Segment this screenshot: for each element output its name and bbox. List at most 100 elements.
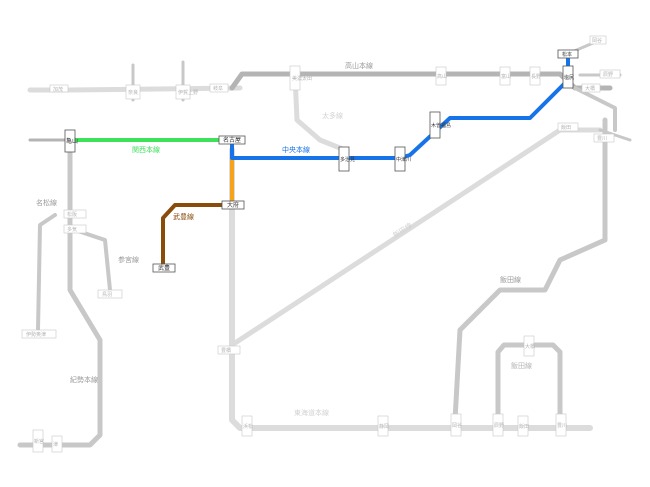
- svg-text:奈良: 奈良: [128, 89, 138, 96]
- station-toyohashi[interactable]: 豊橋: [217, 345, 241, 355]
- label-takayama: 高山本線: [345, 61, 373, 70]
- svg-text:岡谷: 岡谷: [592, 37, 602, 44]
- station-toba[interactable]: 鳥羽: [97, 289, 123, 299]
- label-diagonal: 飯田線: [391, 221, 414, 240]
- svg-text:中津川: 中津川: [396, 156, 411, 163]
- inactive-stations: 加茂 奈良 伊賀上野 岐阜 美濃太田 高山 富山 長野 岡谷 辰野 大橋 飯田 …: [21, 35, 621, 453]
- station-kameyama[interactable]: 亀山: [64, 129, 78, 153]
- station-taketoyo[interactable]: 武豊: [152, 263, 176, 273]
- svg-text:辰野: 辰野: [494, 422, 504, 429]
- svg-text:岐阜: 岐阜: [213, 85, 223, 92]
- station-takayama[interactable]: 高山: [435, 66, 447, 86]
- svg-text:松本: 松本: [562, 51, 572, 58]
- svg-text:武豊: 武豊: [158, 264, 170, 272]
- station-ne-1[interactable]: 岡谷: [589, 35, 607, 45]
- station-iida[interactable]: 飯田: [557, 122, 579, 132]
- svg-text:大橋: 大橋: [585, 85, 595, 92]
- station-shiojiri[interactable]: 塩尻: [562, 65, 574, 89]
- svg-text:鳥羽: 鳥羽: [102, 291, 112, 298]
- label-taketoyo: 武豊線: [173, 212, 194, 221]
- svg-text:亀山: 亀山: [66, 137, 78, 145]
- station-nakatsugawa[interactable]: 中津川: [394, 146, 411, 172]
- svg-text:木曽福島: 木曽福島: [431, 122, 451, 129]
- line-east-matsumoto: [573, 86, 617, 132]
- svg-text:高山: 高山: [437, 73, 447, 80]
- station-kiso-fukushima[interactable]: 木曽福島: [429, 111, 451, 139]
- svg-text:伊勢奥津: 伊勢奥津: [26, 331, 46, 338]
- station-mino-ota[interactable]: 美濃太田: [289, 65, 312, 91]
- line-tokaido: [229, 147, 593, 431]
- station-se-5[interactable]: 大橋: [523, 335, 535, 357]
- svg-text:名古屋: 名古屋: [223, 136, 241, 144]
- station-gifu[interactable]: 岐阜: [209, 83, 229, 93]
- label-chuo: 中央本線: [282, 145, 310, 154]
- line-diagonal: [229, 127, 603, 348]
- svg-text:富山: 富山: [501, 73, 511, 80]
- line-iida: [452, 117, 608, 423]
- svg-text:豊川: 豊川: [557, 422, 567, 429]
- svg-text:新宮: 新宮: [34, 438, 44, 445]
- line-sangu: [73, 228, 112, 292]
- svg-text:津: 津: [53, 441, 58, 448]
- station-ne-3[interactable]: 大橋: [581, 83, 601, 93]
- line-gifu-spur: [292, 72, 348, 153]
- label-iida: 飯田線: [500, 275, 521, 284]
- station-toyama[interactable]: 富山: [499, 66, 511, 86]
- station-se-3[interactable]: 飯田: [517, 415, 529, 437]
- station-ofu[interactable]: 大府: [221, 200, 245, 210]
- station-shizuoka[interactable]: 静岡: [377, 415, 389, 437]
- line-kisei: [17, 147, 103, 448]
- station-hamamatsu[interactable]: 浜松: [241, 415, 253, 437]
- svg-text:豊川: 豊川: [597, 135, 607, 142]
- svg-text:飯田: 飯田: [561, 124, 571, 131]
- station-tajimi[interactable]: 多治見: [338, 146, 355, 172]
- station-tsu[interactable]: 津: [51, 435, 63, 453]
- svg-text:浜松: 浜松: [243, 423, 253, 430]
- station-ne-2[interactable]: 辰野: [599, 69, 621, 79]
- station-east[interactable]: 豊川: [593, 133, 615, 143]
- station-nagoya[interactable]: 名古屋: [218, 135, 246, 145]
- inactive-network: [17, 38, 632, 448]
- svg-text:大橋: 大橋: [525, 343, 535, 350]
- svg-text:松阪: 松阪: [67, 211, 77, 218]
- station-taki[interactable]: 多気: [63, 224, 87, 234]
- label-kansai: 関西本線: [132, 145, 160, 154]
- station-kamo[interactable]: 加茂: [49, 84, 69, 93]
- svg-text:静岡: 静岡: [379, 423, 389, 430]
- station-nagano[interactable]: 長野: [529, 66, 541, 86]
- label-tokaido: 東海道本線: [294, 408, 329, 417]
- svg-text:豊橋: 豊橋: [221, 347, 231, 354]
- svg-text:飯田: 飯田: [519, 423, 529, 430]
- station-se-1[interactable]: 岡谷: [450, 413, 462, 437]
- label-se-loop: 飯田線: [511, 361, 532, 370]
- station-nara[interactable]: 奈良: [125, 84, 141, 100]
- svg-text:多治見: 多治見: [340, 156, 355, 163]
- label-meisho: 名松線: [36, 198, 57, 207]
- route-taketoyo[interactable]: [161, 203, 232, 270]
- svg-text:美濃太田: 美濃太田: [292, 75, 312, 82]
- line-meisho: [36, 213, 57, 332]
- station-matsusaka[interactable]: 松阪: [63, 209, 87, 219]
- label-sangu: 参宮線: [118, 255, 139, 264]
- station-shingu[interactable]: 新宮: [32, 429, 44, 453]
- svg-text:塩尻: 塩尻: [564, 74, 574, 81]
- line-se-loop: [495, 342, 563, 431]
- station-se-4[interactable]: 豊川: [555, 413, 567, 437]
- label-kisei: 紀勢本線: [70, 375, 98, 384]
- active-stations: 亀山 名古屋 大府 武豊 多治見 中津川 木曽福島 塩尻: [64, 49, 579, 273]
- station-ise-okitsu[interactable]: 伊勢奥津: [21, 329, 57, 339]
- line-takayama: [229, 71, 613, 91]
- label-taita: 太多線: [322, 111, 343, 120]
- station-se-2[interactable]: 辰野: [492, 413, 504, 437]
- svg-text:伊賀上野: 伊賀上野: [178, 89, 198, 96]
- svg-text:辰野: 辰野: [603, 71, 613, 78]
- route-chuo[interactable]: [230, 53, 570, 160]
- svg-text:加茂: 加茂: [53, 86, 63, 93]
- svg-text:長野: 長野: [531, 73, 541, 80]
- station-iga[interactable]: 伊賀上野: [175, 84, 198, 100]
- station-matsumoto[interactable]: 松本: [557, 49, 579, 59]
- svg-text:大府: 大府: [227, 201, 239, 209]
- svg-text:岡谷: 岡谷: [452, 422, 462, 429]
- svg-text:多気: 多気: [67, 226, 77, 233]
